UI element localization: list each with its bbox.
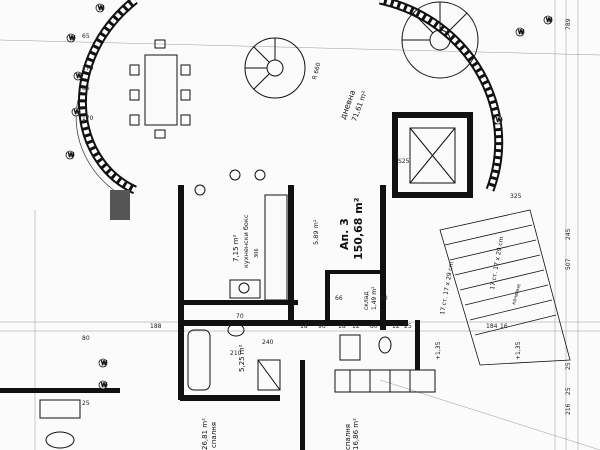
kitchen-area: 7,15 m² xyxy=(232,234,240,262)
right-wall-arc xyxy=(379,0,504,192)
straight-stair xyxy=(439,209,571,366)
axis-marker-label: W xyxy=(546,17,552,24)
axis-marker-label: W xyxy=(518,29,524,36)
dimension-top: 16 xyxy=(500,323,508,330)
axis-marker-label: W xyxy=(101,360,107,367)
elevator-core xyxy=(392,112,473,198)
wc-fixtures xyxy=(339,334,392,361)
dimension-right: 789 xyxy=(565,18,572,30)
dimension-left: 85 xyxy=(82,85,90,92)
spiral-stair-right xyxy=(401,1,479,79)
dimensions-left: 65 170 85 170 80 25 xyxy=(82,33,94,407)
door-b: 66 xyxy=(335,295,343,302)
axis-marker-label: W xyxy=(76,73,82,80)
axis-markers: W W W W W W W W W W xyxy=(65,3,553,390)
level-1: +1,35 xyxy=(435,341,442,360)
axis-marker-label: W xyxy=(69,35,75,42)
axis-marker xyxy=(71,107,81,117)
dimension-right: 25 xyxy=(565,362,572,370)
bedroom2-name: спалня xyxy=(344,424,352,450)
axis-marker xyxy=(73,71,83,81)
dimension-top: 25 xyxy=(404,323,412,330)
axis-marker xyxy=(66,33,76,43)
spiral-stair-left xyxy=(244,37,306,99)
bedroom2-area: 16,86 m² xyxy=(352,418,360,450)
dimension-top: 12 xyxy=(392,323,400,330)
axis-marker-label: W xyxy=(496,117,502,124)
level-2: +1,35 xyxy=(515,341,522,360)
dimension-right: 216 xyxy=(565,403,572,415)
axis-marker xyxy=(493,115,503,125)
storage-name: склад xyxy=(363,291,370,310)
stair-run2: 17 ст. 17 x 29 cm xyxy=(489,236,505,290)
dim-210: 210 xyxy=(230,350,242,357)
dimension-top: 18 xyxy=(338,323,346,330)
axis-marker-label: W xyxy=(101,382,107,389)
axis-marker xyxy=(95,3,105,13)
dimension-top: 18 xyxy=(300,323,308,330)
axis-marker xyxy=(98,380,108,390)
interior-walls xyxy=(0,185,420,450)
hall-area: 5,89 m² xyxy=(312,219,320,245)
stair-run1: 17 ст. 17 x 29 cm xyxy=(439,261,455,315)
dimension-top: 184 xyxy=(486,323,498,330)
bathroom-lower-left xyxy=(39,399,81,449)
axis-marker xyxy=(543,15,553,25)
door-c: 90 xyxy=(380,295,388,302)
bath-area: 5,25 m² xyxy=(238,344,246,372)
kitchen-code: 306 xyxy=(254,248,260,258)
dimension-left: 25 xyxy=(82,400,90,407)
dimension-top: 12 xyxy=(352,323,360,330)
axis-marker-label: W xyxy=(74,109,80,116)
axis-marker-label: W xyxy=(98,5,104,12)
door-a: 70 xyxy=(236,313,244,320)
dimensions-right: 789 507 245 216 25 25 xyxy=(565,18,572,415)
bedroom1-name: спалня xyxy=(210,422,218,448)
axis-marker xyxy=(98,358,108,368)
apartment-name: Ап. 3 xyxy=(338,218,351,250)
storage-area: 1,49 m² xyxy=(371,286,378,310)
dimension-top: 188 xyxy=(150,323,162,330)
dimension-left: 170 xyxy=(82,115,94,122)
dimension-left: 65 xyxy=(82,33,90,40)
axis-marker xyxy=(65,150,75,160)
dining-table xyxy=(129,39,191,139)
bathroom-fixtures xyxy=(187,323,281,391)
dimension-top: 80 xyxy=(370,323,378,330)
dimension-right: 25 xyxy=(565,387,572,395)
dimension-left: 170 xyxy=(82,65,94,72)
stair-direction: качване xyxy=(511,283,522,305)
dimension-top: 96 xyxy=(318,323,326,330)
kitchen-counter xyxy=(229,194,288,301)
axis-marker-label: W xyxy=(68,152,74,159)
kitchen-name: кухненски бокс xyxy=(242,214,250,268)
axis-marker xyxy=(515,27,525,37)
step-label: S25 xyxy=(398,158,410,165)
dimension-left: 80 xyxy=(82,335,90,342)
stools xyxy=(194,169,266,196)
wardrobes xyxy=(334,369,436,393)
dim-325: 325 xyxy=(510,193,522,200)
bedroom1-area: 26,81 m² xyxy=(201,418,209,450)
dimension-right: 507 xyxy=(565,258,572,270)
dim-240: 240 xyxy=(262,339,274,346)
dimension-right: 245 xyxy=(565,228,572,240)
arrow-radius: R 660 xyxy=(311,62,322,81)
apartment-area: 150,68 m² xyxy=(352,197,365,260)
outer-wall-arc xyxy=(75,0,138,201)
